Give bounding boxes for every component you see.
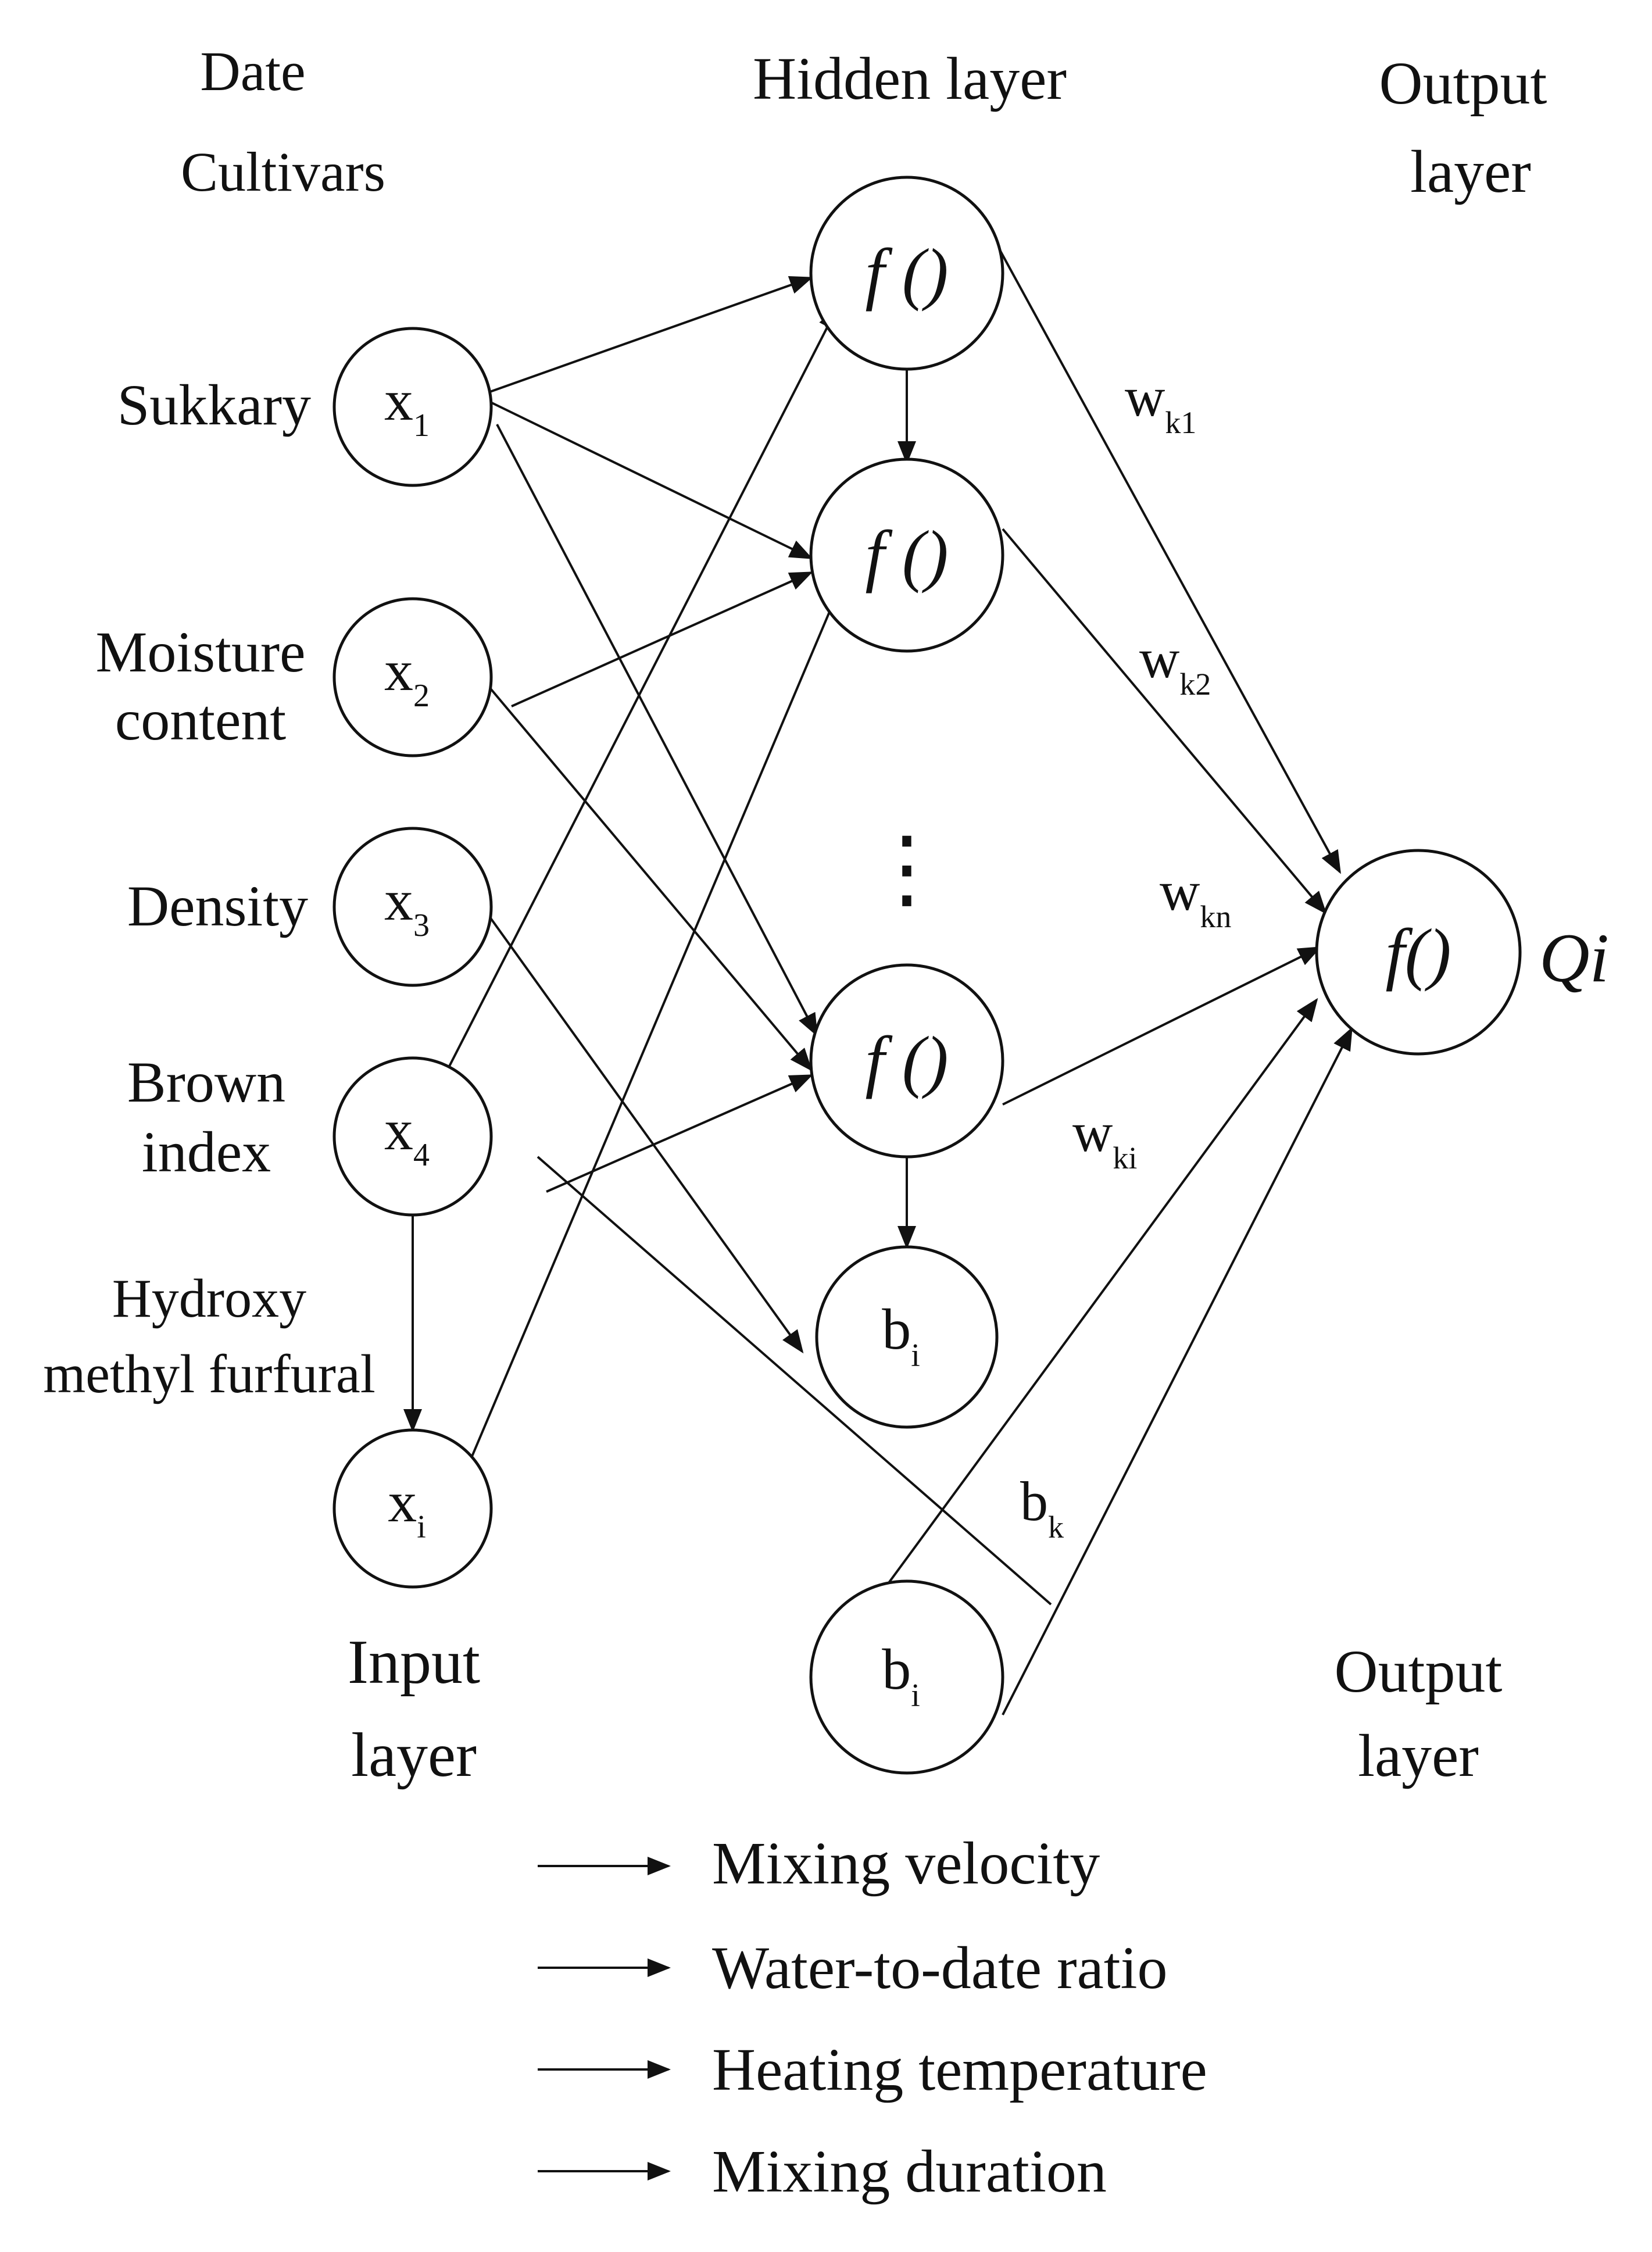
node-hidden-2-label: f () <box>865 516 948 594</box>
node-hidden-3: f () <box>809 963 1004 1159</box>
svg-text:x4: x4 <box>384 1098 430 1173</box>
weight-wk2-sub: k2 <box>1179 667 1211 702</box>
svg-text:wki: wki <box>1072 1101 1137 1175</box>
node-x2: x2 <box>332 597 493 757</box>
edge-x3-hb <box>481 906 804 1354</box>
edge-bias-out-b <box>1002 1027 1353 1715</box>
legend: Mixing velocity Water-to-date ratio Heat… <box>538 1830 1207 2205</box>
weight-wkn-sub: kn <box>1200 899 1231 934</box>
legend-item-1: Mixing velocity <box>712 1830 1100 1897</box>
node-hidden-1: f () <box>809 176 1004 371</box>
svg-text:x1: x1 <box>384 368 430 444</box>
legend-item-3: Heating temperature <box>712 2036 1207 2103</box>
node-output-label: f() <box>1385 914 1451 992</box>
svg-text:bk: bk <box>1020 1470 1064 1545</box>
svg-text:wk1: wk1 <box>1125 366 1196 440</box>
svg-text:xi: xi <box>388 1470 426 1545</box>
label-sukkary: Sukkary <box>117 373 311 437</box>
edge-x1-h3 <box>496 424 818 1037</box>
node-x4-label: x <box>384 1098 413 1162</box>
node-x4: x4 <box>332 1056 493 1217</box>
label-moisture: Moisture <box>95 620 305 684</box>
node-output: f() <box>1315 849 1522 1056</box>
label-index: index <box>142 1120 271 1184</box>
node-output-bias: bi <box>809 1579 1004 1775</box>
node-hidden-bias: bi <box>815 1245 999 1429</box>
svg-text:wkn: wkn <box>1160 860 1231 934</box>
header-hidden-layer: Hidden layer <box>753 45 1067 112</box>
svg-text:bi: bi <box>882 1637 920 1714</box>
node-hidden-2: f () <box>809 457 1004 653</box>
label-hydroxy: Hydroxy <box>112 1268 306 1329</box>
node-x3: x3 <box>332 827 493 987</box>
hidden-ellipsis: ⋮ <box>863 821 950 917</box>
node-xi-sub: i <box>417 1509 426 1545</box>
svg-text:wk2: wk2 <box>1139 627 1211 702</box>
weight-wki-sub: ki <box>1113 1141 1137 1175</box>
node-x2-sub: 2 <box>413 678 430 714</box>
weight-wk2: w <box>1139 627 1179 689</box>
edge-x4-h3 <box>546 1074 813 1193</box>
edge-x1-h2 <box>488 400 813 559</box>
node-x3-sub: 3 <box>413 907 430 943</box>
node-output-bias-sub: i <box>911 1678 920 1714</box>
header-output-layer-1: Output <box>1379 50 1547 117</box>
edge-h1-out <box>999 249 1341 874</box>
edge-h2-out <box>1002 528 1327 915</box>
node-xi-label: x <box>388 1470 417 1534</box>
label-input-layer-2: layer <box>351 1721 477 1790</box>
output-symbol: Qi <box>1539 919 1609 996</box>
node-x1-sub: 1 <box>413 407 430 444</box>
label-content: content <box>115 688 287 752</box>
edge-xi-h2 <box>470 585 841 1460</box>
node-output-bias-label: b <box>882 1637 911 1701</box>
label-methyl-furfural: methyl furfural <box>43 1344 376 1404</box>
header-output-layer-2: layer <box>1410 138 1531 205</box>
label-density: Density <box>127 874 308 938</box>
node-xi: xi <box>332 1428 493 1589</box>
node-hidden-1-label: f () <box>865 234 948 312</box>
svg-text:bi: bi <box>882 1297 920 1374</box>
weight-wkn: w <box>1160 860 1200 922</box>
node-x1-label: x <box>384 368 413 432</box>
edge-bias-out-a <box>882 998 1318 1591</box>
label-brown: Brown <box>127 1050 285 1114</box>
label-output-layer-1: Output <box>1335 1638 1503 1705</box>
node-x4-sub: 4 <box>413 1137 430 1173</box>
legend-item-2: Water-to-date ratio <box>712 1935 1168 2001</box>
weight-wk1: w <box>1125 366 1165 428</box>
node-x2-label: x <box>384 638 413 703</box>
label-output-layer-2: layer <box>1358 1722 1479 1789</box>
legend-item-4: Mixing duration <box>712 2138 1107 2205</box>
node-x3-label: x <box>384 868 413 932</box>
node-hidden-bias-sub: i <box>911 1338 920 1374</box>
weight-wki: w <box>1072 1101 1113 1163</box>
header-date-cultivars-2: Cultivars <box>181 141 385 203</box>
edge-x2-h2 <box>511 571 813 707</box>
edge-x2-h3 <box>487 685 813 1072</box>
node-hidden-bias-label: b <box>882 1297 911 1361</box>
node-x1: x1 <box>332 327 493 487</box>
bias-weight-bk: b <box>1020 1470 1048 1532</box>
edge-h3-out <box>1002 946 1322 1106</box>
weight-wk1-sub: k1 <box>1165 405 1196 440</box>
edge-x1-h1 <box>488 276 813 394</box>
header-date-cultivars-1: Date <box>200 40 305 102</box>
edge-bias-x4 <box>537 1156 1052 1606</box>
bias-weight-bk-sub: k <box>1048 1510 1064 1545</box>
node-hidden-3-label: f () <box>865 1022 948 1099</box>
edge-x4-h1 <box>446 306 838 1070</box>
svg-text:x2: x2 <box>384 638 430 714</box>
svg-text:x3: x3 <box>384 868 430 943</box>
label-input-layer-1: Input <box>348 1628 480 1697</box>
